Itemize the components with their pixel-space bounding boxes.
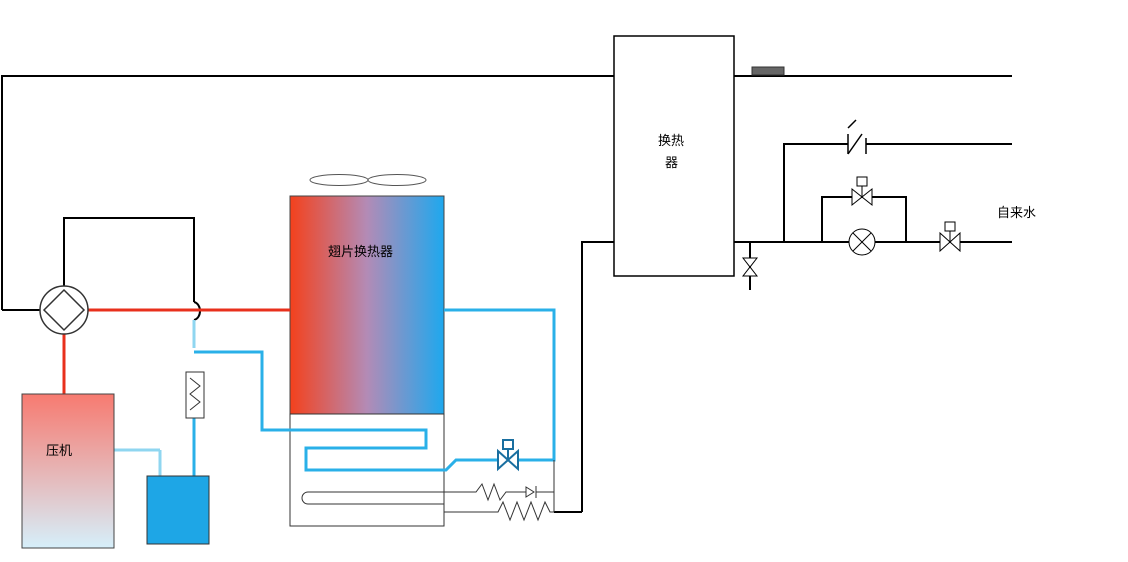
heat-exchanger-label-line1: 换热 <box>658 134 685 149</box>
four-way-valve-icon <box>39 285 89 335</box>
light-pipes <box>114 448 162 476</box>
water-tank <box>146 475 210 545</box>
hot-pipes <box>62 308 290 394</box>
fin-exchanger-label: 翅片换热器 <box>328 245 394 260</box>
stop-valve-icon <box>939 221 961 253</box>
sensor-block <box>751 66 785 76</box>
heat-exchanger-label-line2: 器 <box>665 156 679 171</box>
filter-icon <box>185 371 205 419</box>
expansion-valve-icon <box>848 228 876 256</box>
check-valve-icon <box>847 119 867 155</box>
compressor <box>21 393 115 549</box>
drain-valve-icon <box>741 257 759 277</box>
lower-coil <box>301 460 555 522</box>
hx-inlet-line <box>581 241 614 512</box>
tap-water-label: 自来水 <box>997 206 1037 221</box>
top-return-line <box>1 75 1012 310</box>
fin-heat-exchanger <box>289 195 445 415</box>
plate-heat-exchanger <box>613 35 735 277</box>
cold-pipes <box>192 308 556 476</box>
solenoid-valve-icon <box>851 176 873 207</box>
solenoid-valve-icon <box>497 439 519 472</box>
compressor-label: 压机 <box>46 444 73 459</box>
fan-icon <box>309 174 427 186</box>
